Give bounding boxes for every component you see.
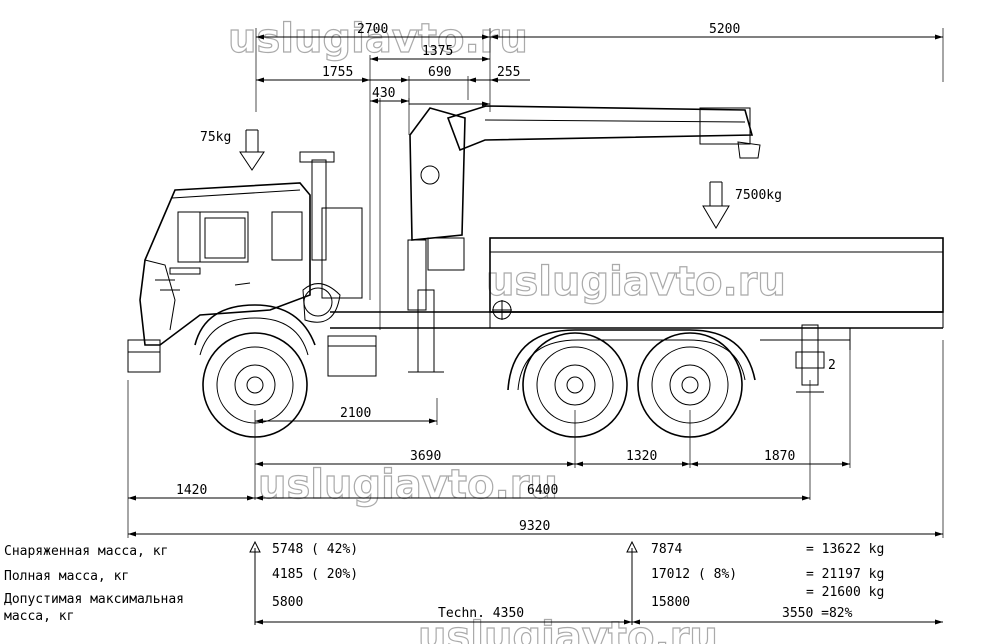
crane: 2: [407, 105, 836, 393]
dim-1375: 1375: [422, 44, 453, 59]
row-max-total: = 21600 kg: [806, 585, 884, 600]
dim-1870: 1870: [764, 449, 795, 464]
truck-body: [127, 151, 944, 391]
weight-table: Снаряженная масса, кг 5748 ( 42%) 7874 =…: [4, 540, 943, 625]
row-curb-front: 5748 ( 42%): [272, 542, 358, 557]
watermark-lower: uslugiavto.ru: [258, 462, 558, 508]
crane-load-label: 7500kg: [735, 188, 782, 203]
dim-1320: 1320: [626, 449, 657, 464]
dim-2700: 2700: [357, 22, 388, 37]
dim-255: 255: [497, 65, 520, 80]
dim-1420: 1420: [176, 483, 207, 498]
dim-9320: 9320: [519, 519, 550, 534]
row-gross-label: Полная масса, кг: [4, 569, 129, 584]
row-max-label-line2: масса, кг: [4, 609, 74, 624]
row-gross-rear: 17012 ( 8%): [651, 567, 737, 582]
row-max-rear: 15800: [651, 595, 690, 610]
row-curb-total: = 13622 kg: [806, 542, 884, 557]
row-gross-front: 4185 ( 20%): [272, 567, 358, 582]
roof-load-arrow: 75kg: [200, 129, 265, 171]
row-curb-label: Снаряженная масса, кг: [4, 544, 168, 559]
row-gross-total: = 21197 kg: [806, 567, 884, 582]
dim-1755: 1755: [322, 65, 353, 80]
dim-690: 690: [428, 65, 451, 80]
dim-2100: 2100: [340, 406, 371, 421]
dim-3690: 3690: [410, 449, 441, 464]
watermark-top: uslugiavto.ru: [228, 16, 528, 62]
bottom-dimensions: 2100 3690 1320 1870 1420 6400 9320: [127, 340, 944, 538]
row-curb-rear: 7874: [651, 542, 682, 557]
dim-5200: 5200: [709, 22, 740, 37]
row-max-label-line1: Допустимая максимальная: [4, 592, 184, 607]
ratio-label: 3550 =82%: [782, 606, 853, 621]
watermark-middle: uslugiavto.ru: [486, 259, 786, 305]
dim-430: 430: [372, 86, 395, 101]
top-dimensions: 2700 5200 1375 1755 690 255 430: [255, 22, 944, 330]
roof-load-label: 75kg: [200, 130, 231, 145]
watermark-bottom: uslugiavto.ru: [418, 614, 718, 644]
dim-6400: 6400: [527, 483, 558, 498]
row-max-front: 5800: [272, 595, 303, 610]
outrigger-mark: 2: [828, 358, 836, 373]
techn-label: Techn. 4350: [438, 606, 524, 621]
crane-load-arrow: 7500kg: [702, 181, 782, 229]
